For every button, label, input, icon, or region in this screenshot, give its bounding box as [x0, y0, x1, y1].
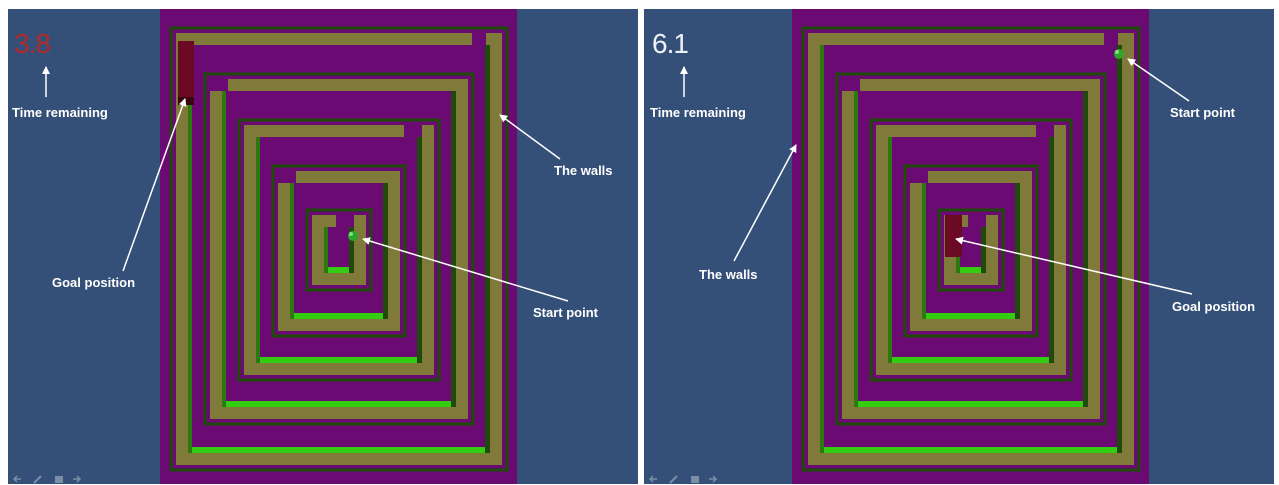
wall-face — [1083, 91, 1088, 407]
wall-face — [888, 357, 1054, 363]
wall-face — [222, 91, 226, 407]
wall-face — [383, 183, 388, 319]
wall-gap — [910, 171, 928, 183]
maze-left — [160, 9, 517, 484]
wall-gap — [1104, 33, 1118, 45]
start-point-label: Start point — [1170, 105, 1235, 120]
wall-face — [256, 357, 422, 363]
maze-view-right: 6.1 Time remaining The walls Goal positi… — [644, 9, 1274, 484]
wall-face — [888, 137, 892, 363]
time-remaining-value: 3.8 — [14, 29, 50, 59]
wall-face — [188, 447, 490, 453]
walls-arrow — [734, 145, 796, 261]
wall-face — [290, 313, 388, 319]
slide-icon[interactable] — [690, 471, 700, 480]
wall-face — [485, 45, 490, 453]
goal-marker — [945, 215, 962, 257]
wall-gap — [842, 79, 860, 91]
wall-face — [854, 401, 1088, 407]
wall-face — [451, 91, 456, 407]
time-remaining-label: Time remaining — [12, 105, 108, 120]
wall-face — [820, 447, 1122, 453]
start-point-label: Start point — [533, 305, 598, 320]
time-remaining-value: 6.1 — [652, 29, 688, 59]
start-ball-highlight — [1115, 50, 1119, 54]
wall-face — [256, 137, 260, 363]
wall-gap — [1036, 125, 1054, 137]
wall-face — [417, 137, 422, 363]
wall-face — [820, 45, 824, 453]
goal-position-label: Goal position — [52, 275, 135, 290]
wall-face — [922, 313, 1020, 319]
maze-view-left: 3.8 Time remaining The walls Goal positi… — [8, 9, 638, 484]
goal-position-label: Goal position — [1172, 299, 1255, 314]
pen-icon[interactable] — [33, 471, 43, 480]
wall-face — [922, 183, 926, 319]
arrow-right-icon[interactable] — [72, 471, 82, 480]
wall-gap — [210, 79, 228, 91]
wall-face — [1117, 45, 1122, 453]
start-ball — [1114, 49, 1124, 59]
wall-face — [290, 183, 294, 319]
pen-icon[interactable] — [669, 471, 679, 480]
time-remaining-label: Time remaining — [650, 105, 746, 120]
start-ball — [348, 231, 358, 241]
goal-marker-shadow — [178, 97, 194, 105]
wall-gap — [968, 215, 986, 227]
start-ball-highlight — [349, 232, 353, 236]
wall-face — [1049, 137, 1054, 363]
wall-face — [854, 91, 858, 407]
wall-gap — [404, 125, 422, 137]
wall-face — [324, 227, 328, 273]
arrow-right-icon[interactable] — [708, 471, 718, 480]
wall-face — [1015, 183, 1020, 319]
wall-gap — [472, 33, 486, 45]
walls-label: The walls — [699, 267, 758, 282]
wall-gap — [278, 171, 296, 183]
arrow-left-icon[interactable] — [648, 471, 658, 480]
arrow-left-icon[interactable] — [12, 471, 22, 480]
walls-label: The walls — [554, 163, 613, 178]
slide-icon[interactable] — [54, 471, 64, 480]
wall-face — [188, 45, 192, 453]
goal-marker — [178, 41, 194, 103]
wall-face — [222, 401, 456, 407]
wall-face — [981, 227, 986, 273]
maze-right — [792, 9, 1149, 484]
wall-gap — [336, 215, 354, 227]
